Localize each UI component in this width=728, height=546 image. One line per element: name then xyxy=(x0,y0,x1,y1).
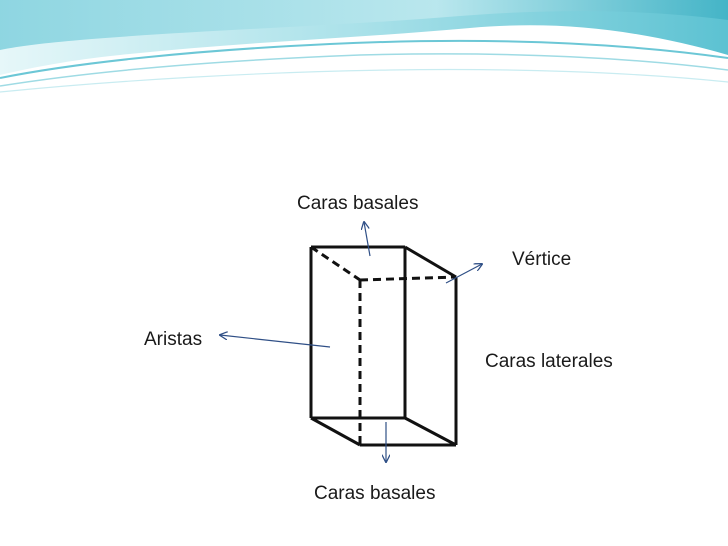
prism-hidden-edge-top-back xyxy=(359,275,457,282)
arrow-top-basal-faces xyxy=(364,222,371,257)
label-bottom-basal-faces: Caras basales xyxy=(314,483,436,504)
prism-edge-bottom-left-diagonal xyxy=(310,416,361,447)
prism-edge-top-right xyxy=(404,245,457,279)
rectangular-prism xyxy=(309,245,458,447)
label-edges: Aristas xyxy=(144,329,203,350)
label-top-basal-faces: Caras basales xyxy=(297,193,419,214)
label-lateral-faces: Caras laterales xyxy=(485,351,613,372)
label-vertex: Vértice xyxy=(512,249,572,270)
prism-hidden-edge-top-left xyxy=(310,245,361,282)
arrow-edges xyxy=(220,335,331,348)
prism-edge-bottom-right xyxy=(404,416,457,447)
header-wave-decoration xyxy=(0,0,728,93)
arrow-vertex xyxy=(445,264,482,284)
prism-image-backdrop xyxy=(248,222,516,484)
